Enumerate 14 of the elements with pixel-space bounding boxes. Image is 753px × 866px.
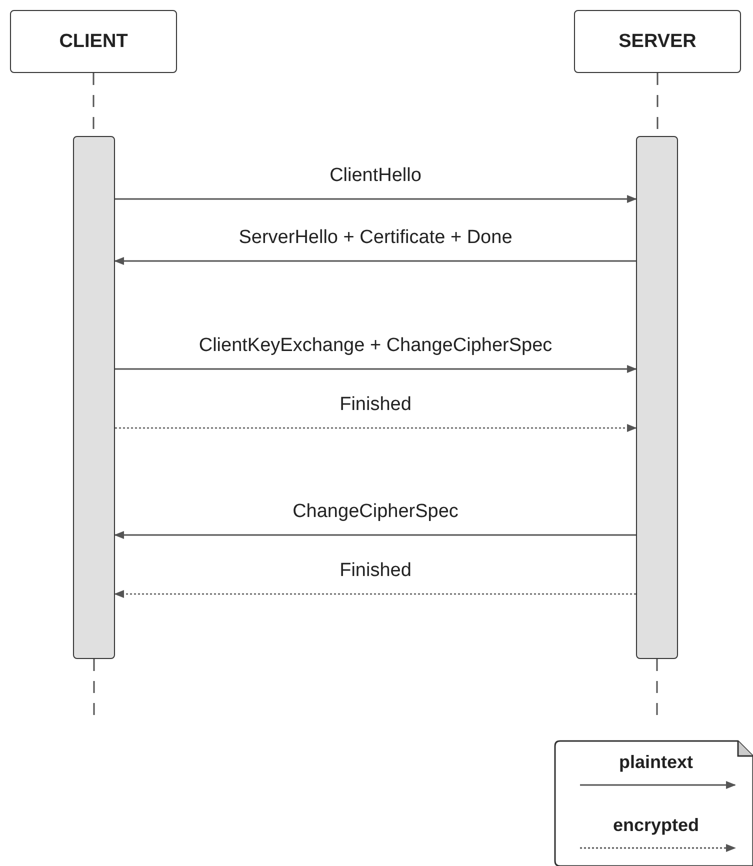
- participant-box: SERVER: [574, 10, 741, 73]
- message-arrow: [115, 365, 637, 373]
- message-arrow: [115, 195, 637, 203]
- message-arrow: [114, 531, 636, 539]
- message-label: ChangeCipherSpec: [290, 501, 460, 523]
- legend-label: plaintext: [619, 752, 693, 773]
- legend-label: encrypted: [612, 815, 700, 836]
- message-label: ClientKeyExchange + ChangeCipherSpec: [196, 335, 554, 357]
- message-arrow: [115, 424, 637, 432]
- message-arrow: [114, 257, 636, 265]
- participant-box: CLIENT: [10, 10, 177, 73]
- activation-bar: [636, 136, 678, 659]
- message-arrow: [114, 590, 636, 598]
- activation-bar: [73, 136, 115, 659]
